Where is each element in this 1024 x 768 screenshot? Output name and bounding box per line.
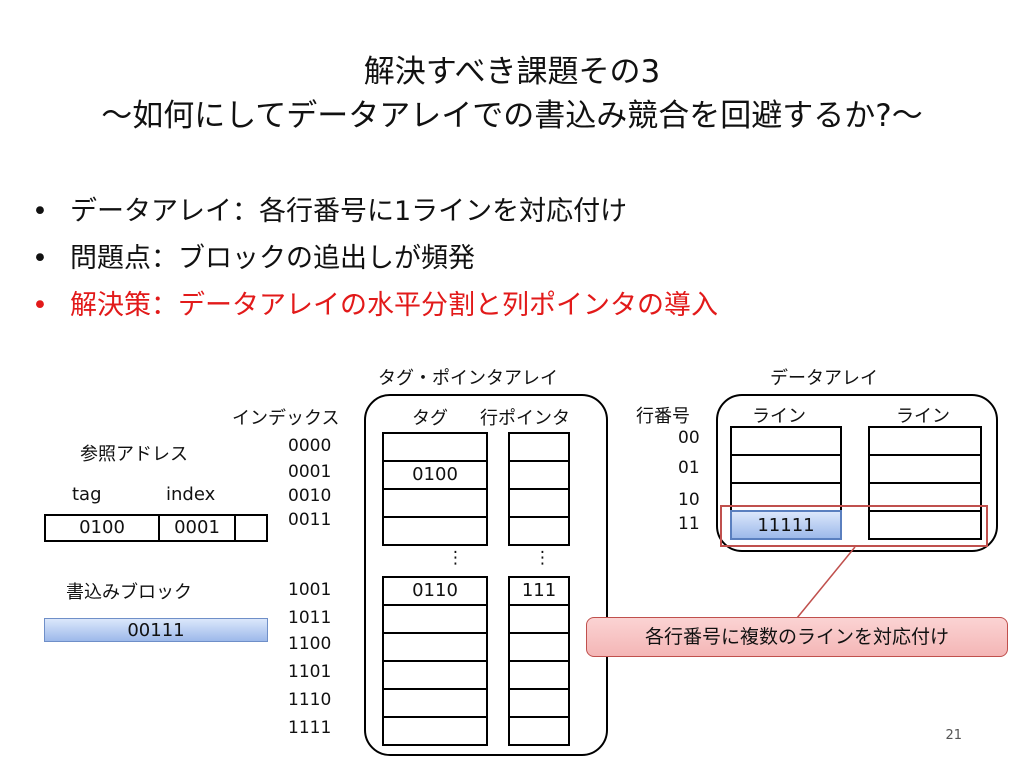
index-value: 1011 <box>288 608 332 628</box>
tag-ellipsis: ⋮ <box>447 548 464 568</box>
line-header: ライン <box>896 406 950 427</box>
write-block-title: 書込みブロック <box>66 582 192 603</box>
index-value: 0011 <box>288 510 332 530</box>
data-line-cell <box>868 510 982 540</box>
address-title: 参照アドレス <box>80 444 188 465</box>
index-value: 1100 <box>288 634 332 654</box>
data-line-cell <box>868 454 982 484</box>
index-value: 1110 <box>288 690 332 710</box>
index-value: 0010 <box>288 486 332 506</box>
tag-cell <box>382 716 488 746</box>
address-index-field: 0001 <box>158 514 236 542</box>
address-tag-field: 0100 <box>44 514 160 542</box>
data-line-cell <box>730 426 842 456</box>
tag-cell: 0100 <box>382 460 488 490</box>
page-number: 21 <box>945 728 962 743</box>
write-block-data: 00111 <box>44 618 268 642</box>
bullet-dot: • <box>32 243 48 274</box>
pointer-cell: 111 <box>508 576 570 606</box>
row-number: 01 <box>678 458 700 478</box>
bullet-item-solution: • 解決策：データアレイの水平分割と列ポインタの導入 <box>32 282 718 329</box>
row-highlight-box <box>720 505 988 547</box>
callout-pointer-line <box>796 546 856 619</box>
bullet-item: • データアレイ：各行番号に1ラインを対応付け <box>32 188 718 235</box>
row-number: 11 <box>678 514 700 534</box>
row-number: 00 <box>678 428 700 448</box>
bullet-list: •データアレイ：各行番号に1ラインを対応付け •問題点：ブロックの追出しが頻発 … <box>32 188 718 329</box>
pointer-header: 行ポインタ <box>480 408 570 429</box>
bullet-dot: • <box>32 290 48 321</box>
data-array-title: データアレイ <box>770 368 878 389</box>
bullet-text: 問題点：ブロックの追出しが頻発 <box>70 243 475 274</box>
tag-pointer-array-title: タグ・ポインタアレイ <box>378 368 558 389</box>
row-number-header: 行番号 <box>636 406 690 427</box>
bullet-text: 解決策：データアレイの水平分割と列ポインタの導入 <box>70 290 718 321</box>
bullet-dot: • <box>32 196 48 227</box>
data-line-cell-highlight: 11111 <box>730 510 842 540</box>
index-value: 0000 <box>288 436 332 456</box>
tag-header: タグ <box>412 408 448 429</box>
pointer-cell <box>508 516 570 546</box>
bullet-item: • 問題点：ブロックの追出しが頻発 <box>32 235 718 282</box>
address-offset-field <box>234 514 268 542</box>
index-value: 0001 <box>288 462 332 482</box>
tag-cell <box>382 432 488 462</box>
slide-title-line1: 解決すべき課題その3 <box>363 54 661 90</box>
tag-label: tag <box>72 484 102 505</box>
pointer-cell <box>508 716 570 746</box>
tag-pointer-array-frame <box>364 394 608 756</box>
pointer-ellipsis: ⋮ <box>534 548 551 568</box>
pointer-cell <box>508 632 570 662</box>
callout-box: 各行番号に複数のラインを対応付け <box>586 617 1008 657</box>
bullet-text: データアレイ：各行番号に1ラインを対応付け <box>70 196 628 227</box>
row-number: 10 <box>678 490 700 510</box>
index-value: 1101 <box>288 662 332 682</box>
index-value: 1001 <box>288 580 332 600</box>
index-label: index <box>166 484 216 505</box>
index-value: 1111 <box>288 718 332 738</box>
line-header: ライン <box>752 406 806 427</box>
data-array-frame <box>716 394 998 552</box>
slide-title-line2: ～如何にしてデータアレイでの書込み競合を回避するか?～ <box>101 98 923 134</box>
tag-cell <box>382 516 488 546</box>
index-header: インデックス <box>232 408 340 429</box>
